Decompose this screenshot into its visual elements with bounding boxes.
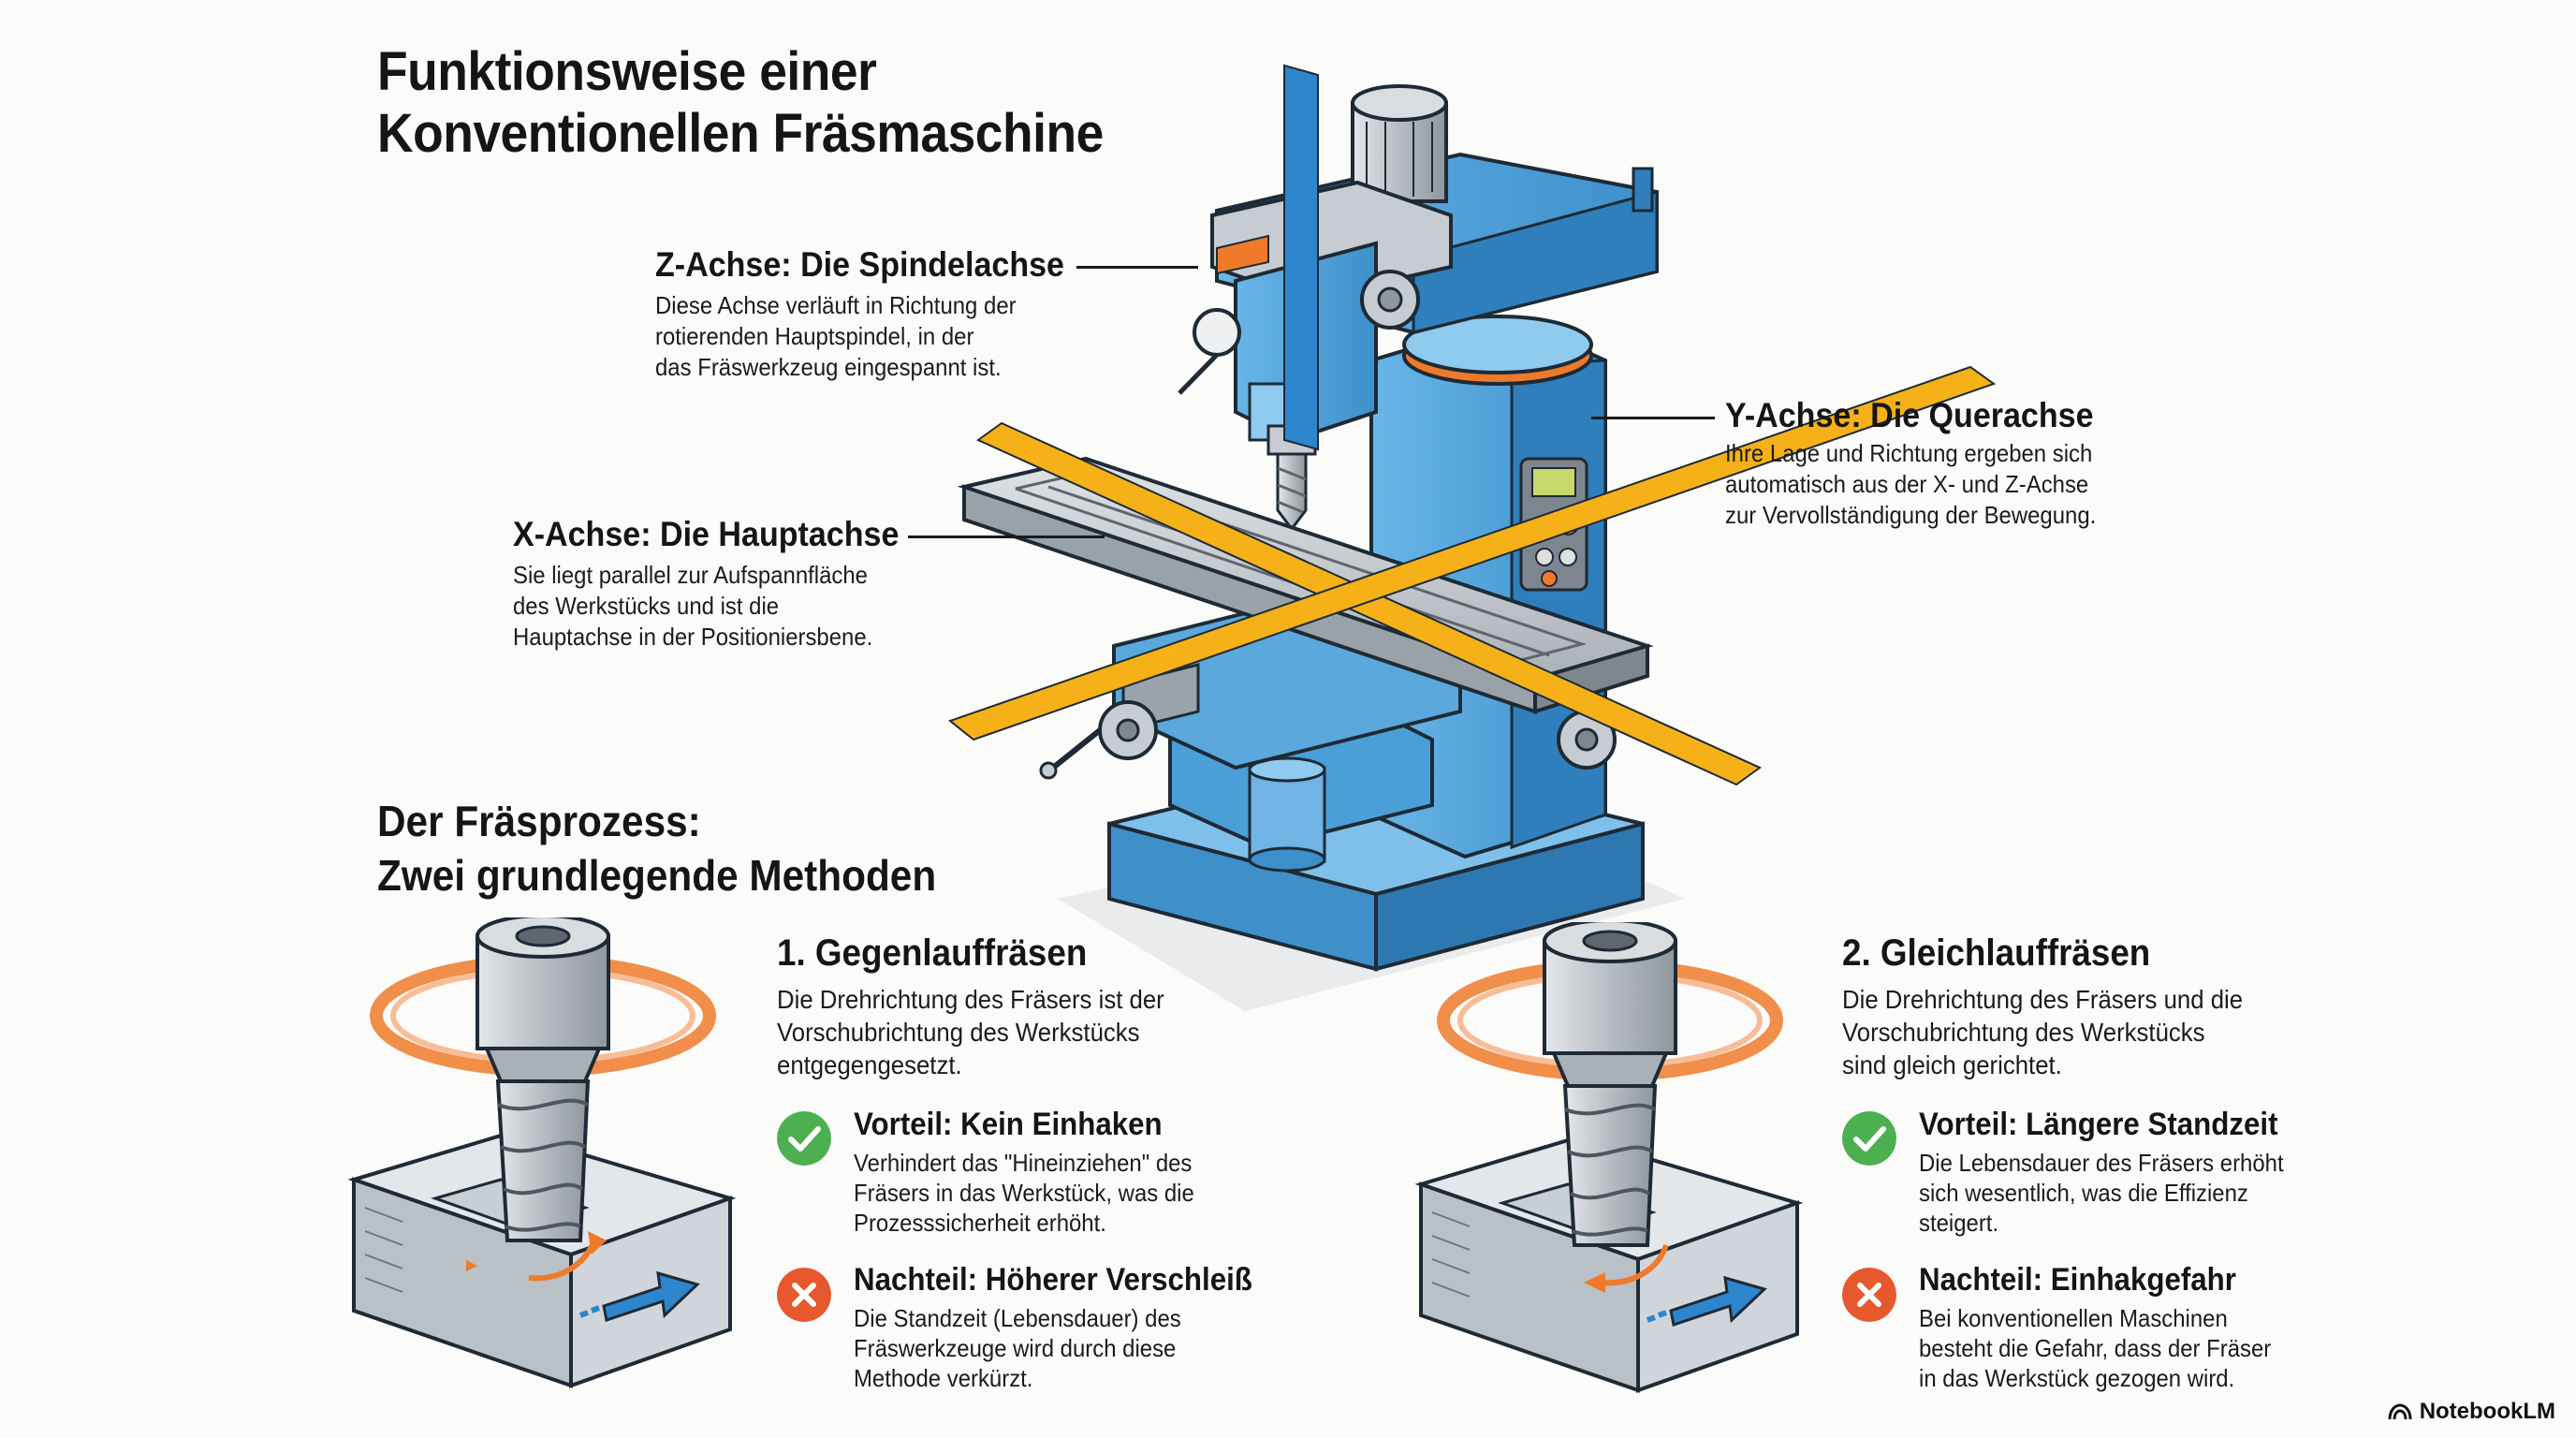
method-1-con-line-3: Methode verkürzt. xyxy=(854,1364,1033,1392)
z-axis-line-1: Diese Achse verläuft in Richtung der xyxy=(655,291,1017,319)
notebooklm-logo-icon xyxy=(2388,1403,2412,1420)
cross-icon xyxy=(777,1268,831,1322)
title-line-1: Funktionsweise einer xyxy=(377,41,877,102)
method-2-description: Die Drehrichtung des Fräsers und die Vor… xyxy=(1842,983,2243,1081)
method-2-heading: 2. Gleichlauffräsen xyxy=(1842,932,2151,974)
method-2-con-heading: Nachteil: Einhakgefahr xyxy=(1919,1262,2236,1298)
method-2-desc-line-1: Die Drehrichtung des Fräsers und die xyxy=(1842,985,2244,1014)
z-axis-line-2: rotierenden Hauptspindel, in der xyxy=(655,322,974,350)
method-1-description: Die Drehrichtung des Fräsers ist der Vor… xyxy=(777,983,1164,1081)
method-1-con-line-2: Fräswerkzeuge wird durch diese xyxy=(854,1334,1177,1362)
method-1-pro-line-3: Prozesssicherheit erhöht. xyxy=(854,1209,1106,1237)
y-axis-line-3: zur Vervollständigung der Bewegung. xyxy=(1725,501,2097,529)
y-axis-heading: Y-Achse: Die Querachse xyxy=(1725,396,2094,434)
method-1-pro-line-2: Fräsers in das Werkstück, was die xyxy=(854,1179,1194,1207)
z-axis-line-3: das Fräswerkzeug eingespannt ist. xyxy=(655,353,1002,381)
method-1-con-heading: Nachteil: Höherer Verschleiß xyxy=(854,1262,1252,1298)
title-line-2: Konventionellen Fräsmaschine xyxy=(377,103,1104,164)
up-milling-illustration xyxy=(347,917,737,1388)
x-axis-line-3: Hauptachse in der Positioniersbene. xyxy=(513,623,873,651)
method-2-pro-heading: Vorteil: Längere Standzeit xyxy=(1919,1107,2278,1142)
machine-head xyxy=(1178,84,1659,532)
z-axis-leader-line xyxy=(1076,266,1198,269)
method-2-con-line-3: in das Werkstück gezogen wird. xyxy=(1919,1364,2235,1392)
method-2-pro-line-1: Die Lebensdauer des Fräsers erhöht xyxy=(1919,1149,2284,1177)
brand-watermark: NotebookLM xyxy=(2388,1399,2555,1425)
climb-milling-illustration xyxy=(1414,922,1804,1393)
y-axis-leader-line xyxy=(1591,417,1715,419)
y-axis-bar xyxy=(947,365,1997,741)
method-2-pro-text: Die Lebensdauer des Fräsers erhöht sich … xyxy=(1919,1148,2284,1238)
y-axis-line-2: automatisch aus der X- und Z-Achse xyxy=(1725,470,2089,498)
method-2-con-text: Bei konventionellen Maschinen besteht di… xyxy=(1919,1303,2271,1393)
x-axis-bar xyxy=(976,421,1762,786)
method-1-con-text: Die Standzeit (Lebensdauer) des Fräswerk… xyxy=(854,1303,1181,1393)
method-1-pro-line-1: Verhindert das "Hineinziehen" des xyxy=(854,1149,1193,1177)
z-axis-description: Diese Achse verläuft in Richtung der rot… xyxy=(655,290,1017,383)
method-1-desc-line-1: Die Drehrichtung des Fräsers ist der xyxy=(777,985,1164,1014)
method-1-desc-line-3: entgegengesetzt. xyxy=(777,1050,962,1079)
process-title-line-1: Der Fräsprozess: xyxy=(377,797,701,845)
y-axis-line-1: Ihre Lage und Richtung ergeben sich xyxy=(1725,439,2093,467)
cross-icon xyxy=(1842,1268,1896,1322)
x-axis-heading: X-Achse: Die Hauptachse xyxy=(513,515,900,553)
method-2-con-line-1: Bei konventionellen Maschinen xyxy=(1919,1304,2228,1332)
z-axis-bar xyxy=(1283,64,1319,451)
method-1-heading: 1. Gegenlauffräsen xyxy=(777,932,1088,974)
method-1-pro-text: Verhindert das "Hineinziehen" des Fräser… xyxy=(854,1148,1194,1238)
process-section-title: Der Fräsprozess: Zwei grundlegende Metho… xyxy=(377,794,936,902)
method-2-pro-line-2: sich wesentlich, was die Effizienz xyxy=(1919,1179,2248,1207)
method-1-con-line-1: Die Standzeit (Lebensdauer) des xyxy=(854,1304,1181,1332)
brand-label: NotebookLM xyxy=(2419,1399,2555,1424)
method-2-desc-line-3: sind gleich gerichtet. xyxy=(1842,1050,2062,1079)
method-2-con-line-2: besteht die Gefahr, dass der Fräser xyxy=(1919,1334,2272,1362)
method-1-desc-line-2: Vorschubrichtung des Werkstücks xyxy=(777,1018,1140,1047)
x-axis-description: Sie liegt parallel zur Aufspannfläche de… xyxy=(513,560,872,653)
process-title-line-2: Zwei grundlegende Methoden xyxy=(377,851,937,900)
page-title: Funktionsweise einer Konventionellen Frä… xyxy=(377,41,1104,165)
method-2-desc-line-2: Vorschubrichtung des Werkstücks xyxy=(1842,1018,2205,1047)
x-axis-line-1: Sie liegt parallel zur Aufspannfläche xyxy=(513,561,868,589)
z-axis-heading: Z-Achse: Die Spindelachse xyxy=(655,245,1064,284)
method-1-pro-heading: Vorteil: Kein Einhaken xyxy=(854,1107,1163,1142)
y-axis-description: Ihre Lage und Richtung ergeben sich auto… xyxy=(1725,438,2096,531)
x-axis-leader-line xyxy=(908,536,1105,538)
method-2-pro-line-3: steigert. xyxy=(1919,1209,1999,1237)
x-axis-line-2: des Werkstücks und ist die xyxy=(513,592,780,620)
check-icon xyxy=(1842,1111,1896,1166)
check-icon xyxy=(777,1111,831,1166)
